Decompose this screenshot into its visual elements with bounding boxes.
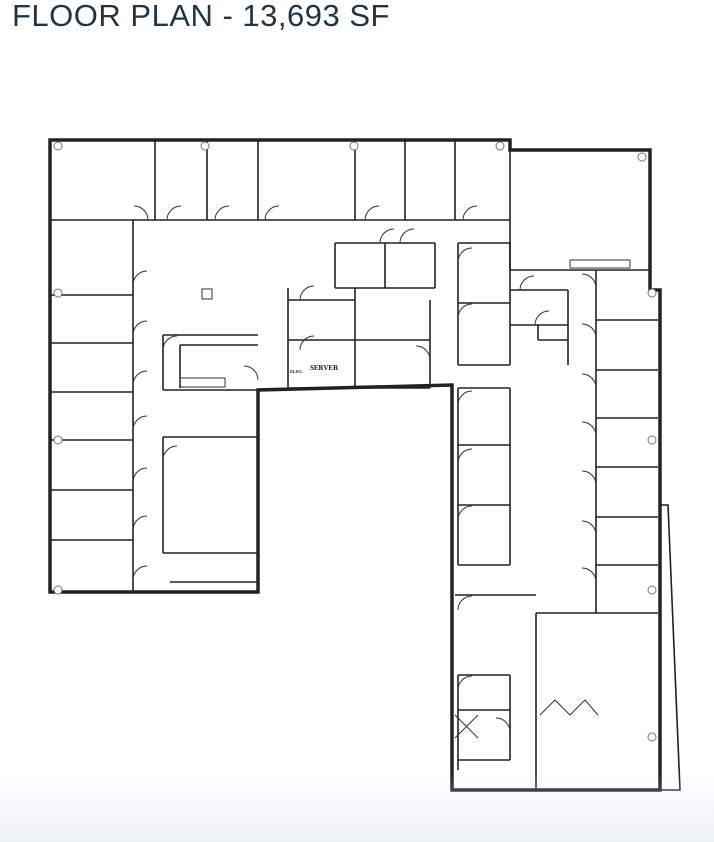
structural-column	[637, 152, 647, 162]
door-swing	[243, 365, 259, 381]
door-swing	[457, 303, 473, 319]
door-swing	[581, 421, 597, 437]
door-swing	[457, 675, 473, 691]
door-swing	[457, 247, 473, 263]
structural-column	[53, 585, 63, 595]
door-swing	[379, 228, 395, 244]
door-swing	[132, 565, 148, 581]
door-swing	[399, 228, 415, 244]
door-swing	[364, 205, 380, 221]
door-swing	[581, 323, 597, 339]
door-swing	[299, 285, 315, 301]
electrical-room-label: ELEC.	[290, 369, 303, 374]
door-swing	[457, 595, 473, 611]
columns	[53, 141, 657, 742]
bottom-fade	[0, 772, 714, 842]
door-swing	[162, 445, 178, 461]
structural-column	[200, 141, 210, 151]
doors	[132, 205, 597, 733]
exterior-walls	[48, 138, 681, 792]
door-swing	[462, 205, 478, 221]
door-swing	[166, 205, 182, 221]
page-title: FLOOR PLAN - 13,693 SF	[12, 0, 390, 33]
door-swing	[457, 390, 473, 406]
door-swing	[581, 520, 597, 536]
server-room-label: SERVER	[310, 364, 339, 372]
structural-column	[647, 288, 657, 298]
door-swing	[132, 415, 148, 431]
shaft-x	[454, 714, 479, 739]
door-swing	[457, 448, 473, 464]
structural-column	[349, 141, 359, 151]
structural-column	[647, 435, 657, 445]
door-swing	[299, 335, 315, 351]
door-swing	[132, 320, 148, 336]
door-swing	[581, 567, 597, 583]
structural-column	[53, 288, 63, 298]
door-swing	[495, 717, 511, 733]
door-swing	[133, 205, 149, 221]
door-swing	[534, 310, 550, 326]
structural-column	[53, 435, 63, 445]
door-swing	[132, 370, 148, 386]
door-swing	[132, 270, 148, 286]
counter	[569, 259, 631, 269]
door-swing	[132, 467, 148, 483]
door-swing	[214, 205, 230, 221]
door-swing	[457, 505, 473, 521]
door-swing	[581, 273, 597, 289]
door-swing	[132, 515, 148, 531]
structural-column	[647, 732, 657, 742]
structural-column	[495, 141, 505, 151]
structural-column	[53, 141, 63, 151]
door-swing	[519, 275, 535, 291]
door-swing	[162, 335, 178, 351]
door-swing	[581, 470, 597, 486]
structural-column	[647, 585, 657, 595]
counter	[179, 377, 226, 388]
door-swing	[581, 373, 597, 389]
folding-partition	[539, 699, 599, 716]
floor-box	[201, 288, 213, 300]
door-swing	[264, 205, 280, 221]
door-swing	[415, 345, 431, 361]
interior-walls	[50, 140, 658, 790]
